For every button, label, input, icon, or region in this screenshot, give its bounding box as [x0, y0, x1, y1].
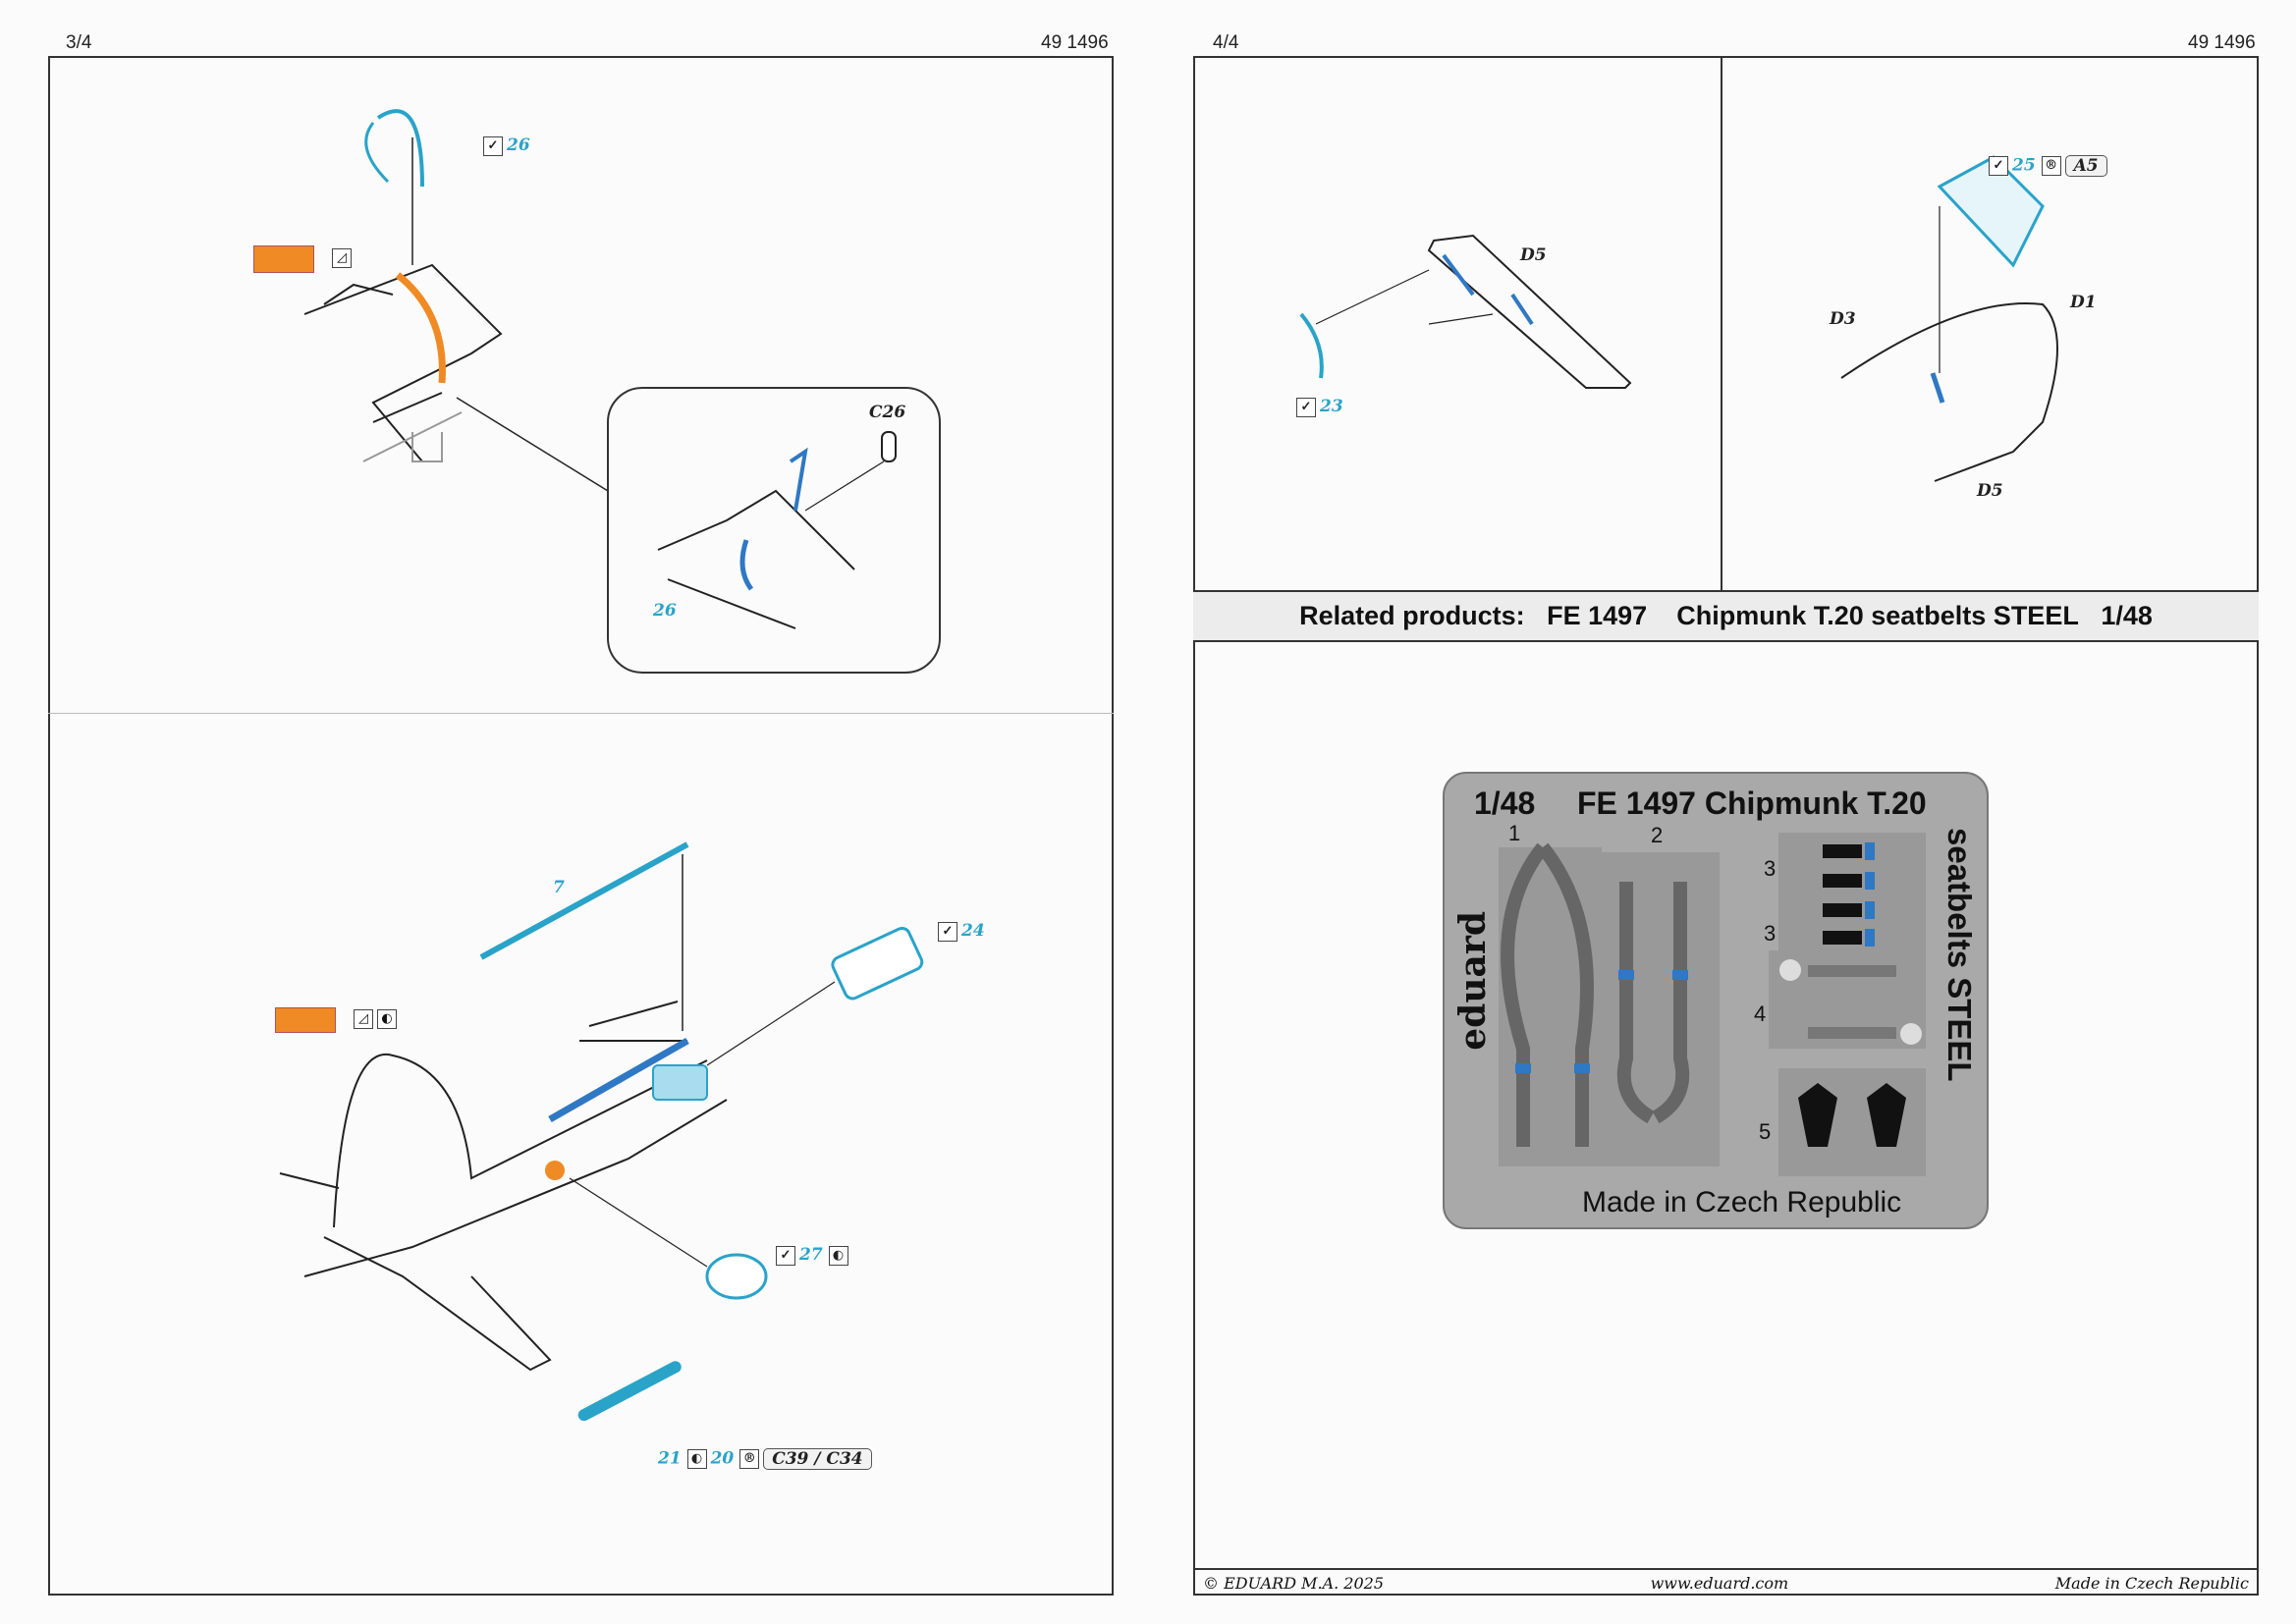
part-23-label: ✓23 [1296, 397, 1343, 417]
glue-icon: ◐ [828, 1245, 848, 1266]
related-scale: 1/48 [2101, 601, 2153, 630]
part-27 [705, 1253, 768, 1300]
part-27-label: ✓27 ◐ [776, 1245, 852, 1266]
blue-strip [548, 1037, 689, 1123]
part-7-label: 7 [553, 878, 565, 897]
paint-icon: ◿ [332, 248, 352, 268]
website-link[interactable]: www.eduard.com [1650, 1573, 1789, 1593]
canopy-panel-drawing [1427, 234, 1632, 389]
page-number: 3/4 [66, 32, 92, 53]
fuselage-top-drawing [303, 263, 503, 462]
photo-etch-fret: 1/48 FE 1497 Chipmunk T.20 seatbelts STE… [1443, 772, 1989, 1229]
remove-icon: ® [739, 1449, 760, 1469]
page-number: 4/4 [1213, 32, 1239, 53]
remove-icon: ® [2041, 156, 2061, 176]
fret-title: FE 1497 Chipmunk T.20 [1577, 785, 1927, 821]
fret-part-number: 4 [1754, 1001, 1767, 1026]
related-name: Chipmunk T.20 seatbelts STEEL [1676, 601, 2079, 630]
bend-icon: ✓ [938, 921, 957, 942]
fret-part-number: 2 [1651, 823, 1664, 847]
fret-parts-art [1499, 833, 1926, 1176]
fret-made-in: Made in Czech Republic [1582, 1186, 1902, 1218]
ref-d5-label: D5 [1977, 481, 2003, 501]
step-divider [1721, 56, 1722, 590]
product-code: 49 1496 [1041, 32, 1109, 53]
bend-icon: ✓ [1296, 397, 1316, 417]
fret-part-number: 1 [1508, 821, 1521, 845]
step-divider [48, 713, 1114, 714]
part-24 [831, 926, 924, 1001]
right-page-frame [1193, 56, 2259, 1596]
part-26-label: ✓26 [483, 135, 530, 156]
fret-scale: 1/48 [1474, 785, 1536, 821]
fret-part-number: 3 [1764, 856, 1777, 881]
detail-callout [607, 387, 941, 674]
copyright: © EDUARD M.A. 2025 [1203, 1573, 1385, 1593]
callout-ref-label: C26 [869, 403, 906, 422]
fret-part-number: 3 [1764, 921, 1777, 946]
part-7 [479, 841, 689, 960]
page-footer: © EDUARD M.A. 2025 www.eduard.com Made i… [1193, 1568, 2259, 1596]
paint-icons: ◿◐ [354, 1008, 401, 1029]
bend-icon: ✓ [483, 135, 503, 156]
plastic-part-ref: A5 [2064, 155, 2107, 177]
part-25 [1937, 155, 2045, 268]
fret-side-title: seatbelts STEEL [1941, 828, 1978, 1082]
glue-icon: ◐ [377, 1008, 397, 1029]
plastic-part-ref: C39 / C34 [763, 1448, 872, 1470]
ref-d3-label: D3 [1830, 309, 1856, 329]
fret-part-number: 5 [1759, 1119, 1772, 1144]
related-code: FE 1497 [1547, 601, 1648, 630]
ref-d5-label: D5 [1520, 245, 1547, 265]
tail-drawing [279, 1001, 728, 1372]
parts-21-20-label: 21 ◐20 ®C39 / C34 [658, 1448, 872, 1470]
left-page-frame [48, 56, 1114, 1596]
related-label: Related products: [1299, 601, 1525, 630]
related-products-bar: Related products: FE 1497 Chipmunk T.20 … [1193, 590, 2259, 642]
paint-color-swatch [253, 245, 314, 273]
bend-icon: ✓ [776, 1245, 795, 1266]
part-24-window [652, 1064, 708, 1101]
callout-part-label: 26 [653, 601, 677, 621]
ref-d1-label: D1 [2070, 293, 2097, 312]
product-code: 49 1496 [2188, 32, 2256, 53]
part-21 [577, 1361, 682, 1422]
glue-icon: ◐ [686, 1449, 707, 1469]
paint-icon: ◿ [354, 1008, 373, 1029]
orange-band [395, 272, 446, 384]
eduard-logo: eduard [1452, 911, 1494, 1051]
bend-icon: ✓ [1989, 156, 2008, 176]
part-26-frame [376, 109, 424, 188]
part-25-label: ✓25 ®A5 [1989, 155, 2107, 177]
made-in: Made in Czech Republic [2054, 1573, 2249, 1593]
part-24-label: ✓24 [938, 921, 985, 942]
paint-color-swatch [275, 1007, 336, 1033]
